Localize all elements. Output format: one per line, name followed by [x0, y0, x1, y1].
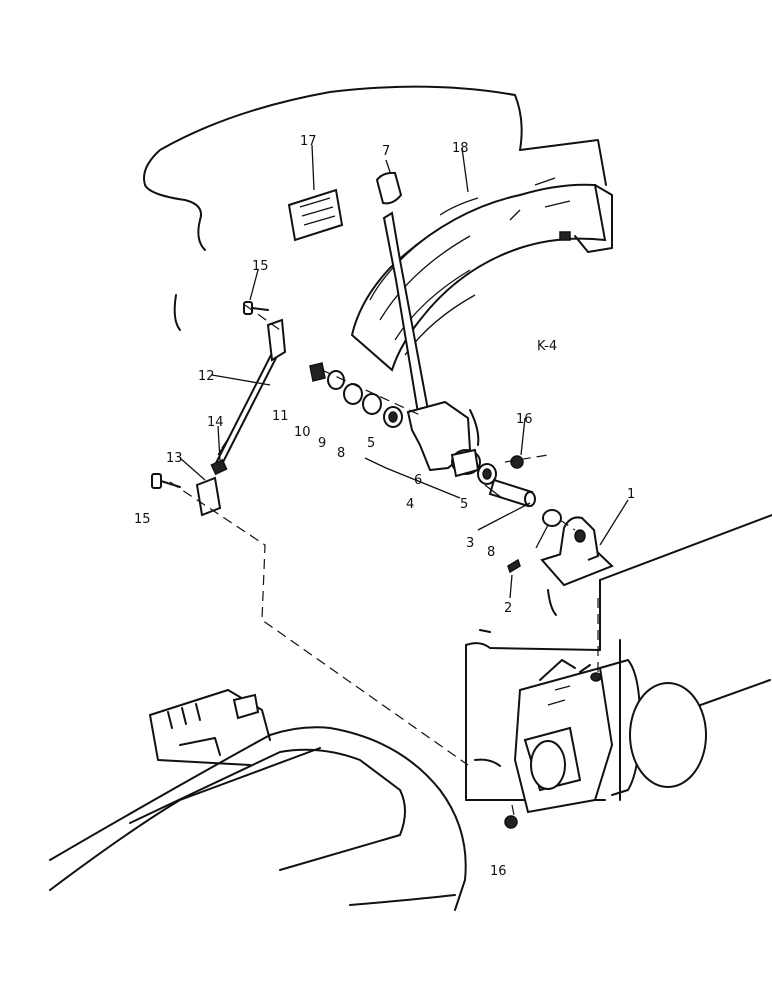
jam-nut-part-14 — [210, 458, 228, 476]
callout-1: 1 — [627, 487, 635, 502]
lever-grip-part-7 — [375, 171, 403, 205]
callout-8-upper: 8 — [337, 446, 345, 461]
decal-part-17 — [287, 188, 344, 242]
callout-15-lower: 15 — [134, 512, 151, 527]
callout-5-upper: 5 — [367, 436, 375, 451]
rod-part-12 — [214, 318, 287, 469]
callout-18: 18 — [452, 141, 469, 156]
callout-14: 14 — [207, 415, 224, 430]
lever-part-6 — [382, 211, 481, 478]
assembly-leader-lines — [169, 144, 629, 816]
view-label: K-4 — [537, 339, 557, 354]
pivot-shaft-part-3 — [488, 478, 536, 508]
callout-6: 6 — [414, 473, 422, 488]
nut-part-16-upper — [510, 455, 524, 469]
callout-12: 12 — [198, 369, 215, 384]
callout-9: 9 — [318, 436, 326, 451]
callout-2: 2 — [504, 601, 512, 616]
operator-platform — [49, 689, 467, 911]
callout-11: 11 — [272, 409, 289, 424]
nut-part-16-lower — [504, 815, 518, 829]
tractor-body-outline — [143, 85, 523, 446]
callout-16-lower: 16 — [490, 864, 507, 879]
washer-part-8-lower — [542, 509, 562, 527]
callout-15-upper: 15 — [252, 259, 269, 274]
washer-part-8-upper — [362, 393, 382, 415]
callout-3: 3 — [466, 536, 474, 551]
callout-8-lower: 8 — [487, 545, 495, 560]
clevis-pin-part-15-lower — [151, 473, 181, 489]
callout-7: 7 — [382, 144, 390, 159]
callout-4: 4 — [406, 497, 414, 512]
bushing-part-5-lower — [477, 463, 497, 485]
callout-13: 13 — [166, 451, 183, 466]
bushing-part-5-upper — [383, 406, 403, 428]
callout-labels: 1 2 3 4 5 5 6 7 8 8 9 10 11 12 13 14 15 … — [134, 134, 635, 879]
callout-16-upper: 16 — [516, 412, 533, 427]
bracket-part-1 — [540, 516, 614, 587]
clevis-pin-part-15-upper — [243, 301, 269, 315]
callout-17: 17 — [300, 134, 317, 149]
transmission-housing — [465, 514, 772, 814]
callout-10: 10 — [294, 425, 311, 440]
callout-5-lower: 5 — [460, 497, 468, 512]
spring-pin-part-2 — [507, 558, 521, 574]
yoke-part-13 — [195, 476, 222, 517]
nut-part-11 — [309, 362, 326, 382]
